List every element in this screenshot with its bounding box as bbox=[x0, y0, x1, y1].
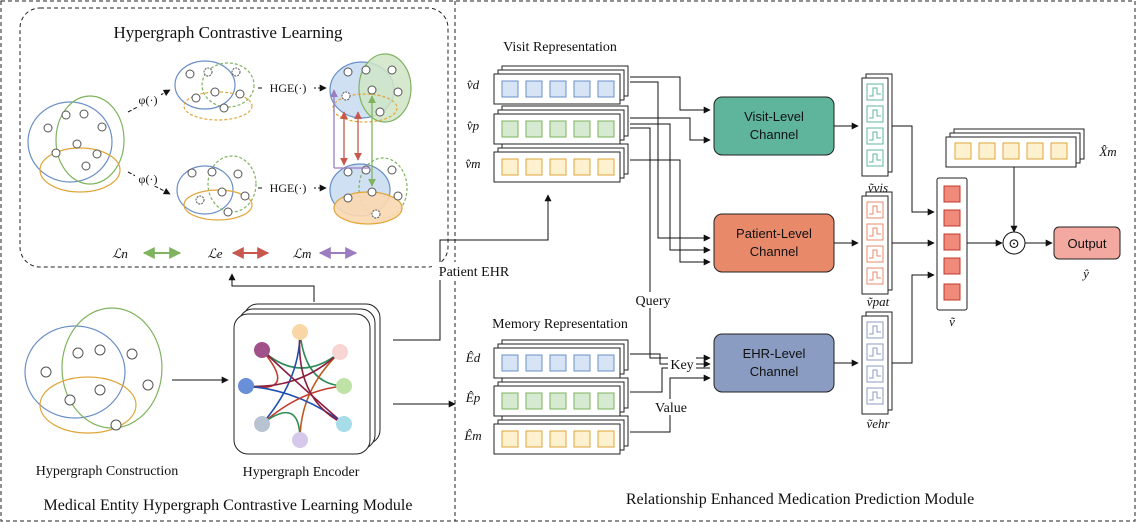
phi-top-label: φ(·) bbox=[139, 93, 158, 107]
v-ehr-label: ṽehr bbox=[866, 416, 890, 431]
patient-level-channel: Patient-Level Channel bbox=[713, 213, 835, 273]
patient-vector bbox=[861, 191, 893, 295]
visit-channel-line1: Visit-Level bbox=[744, 109, 804, 124]
construction-label: Hypergraph Construction bbox=[36, 464, 178, 479]
v-m-label: v̂m bbox=[465, 156, 480, 171]
patient-channel-line2: Channel bbox=[750, 244, 799, 259]
v-vis-label: ṽvis bbox=[868, 180, 888, 195]
v-tilde-label: ṽ bbox=[949, 314, 956, 329]
patient-channel-line1: Patient-Level bbox=[736, 226, 812, 241]
e-p-label: Êp bbox=[465, 390, 481, 405]
concatenated-vector bbox=[936, 177, 968, 311]
visit-vector bbox=[861, 73, 893, 177]
hypergraph-encoder-block bbox=[233, 303, 381, 455]
hge-top-label: HGE(·) bbox=[270, 81, 307, 95]
output-box: Output bbox=[1053, 226, 1121, 260]
hypergraph-contrastive-learning-panel: Hypergraph Contrastive Learning φ(·) φ(·… bbox=[19, 7, 449, 268]
loss-m-label: ℒm bbox=[293, 246, 312, 261]
ehr-level-channel: EHR-Level Channel bbox=[713, 333, 835, 393]
right-module-title: Relationship Enhanced Medication Predict… bbox=[626, 491, 974, 508]
e-d-stack bbox=[493, 339, 629, 379]
left-module-title: Medical Entity Hypergraph Contrastive Le… bbox=[44, 497, 413, 514]
memory-repr-title: Memory Representation bbox=[492, 317, 628, 332]
loss-n-label: ℒn bbox=[112, 246, 128, 261]
e-m-stack bbox=[493, 415, 629, 455]
phi-bottom-label: φ(·) bbox=[139, 172, 158, 186]
y-hat-label: ŷ bbox=[1081, 266, 1089, 281]
visit-level-channel: Visit-Level Channel bbox=[713, 96, 835, 156]
e-m-label: Êm bbox=[463, 428, 481, 443]
v-pat-label: ṽpat bbox=[867, 294, 890, 309]
encoder-label: Hypergraph Encoder bbox=[243, 465, 360, 480]
value-label: Value bbox=[655, 401, 687, 416]
query-label: Query bbox=[636, 294, 671, 309]
ehr-channel-line1: EHR-Level bbox=[743, 346, 806, 361]
x-m-label: X̂m bbox=[1098, 144, 1116, 159]
hypergraph-construction-icon bbox=[24, 307, 163, 434]
augmented-hypergraph-top-icon bbox=[174, 60, 255, 121]
ehr-channel-line2: Channel bbox=[750, 364, 799, 379]
v-d-stack bbox=[493, 65, 629, 105]
v-d-label: v̂d bbox=[467, 77, 480, 92]
visit-channel-line2: Channel bbox=[750, 127, 799, 142]
v-p-stack bbox=[493, 105, 629, 145]
original-hypergraph-icon bbox=[27, 95, 125, 193]
v-p-label: v̂p bbox=[467, 118, 480, 133]
v-m-stack bbox=[493, 143, 629, 183]
ehr-vector bbox=[861, 311, 893, 415]
augmented-hypergraph-bottom-icon bbox=[176, 155, 257, 221]
medication-embedding-stack bbox=[945, 128, 1085, 168]
hcl-title: Hypergraph Contrastive Learning bbox=[113, 23, 343, 42]
key-label: Key bbox=[670, 358, 693, 373]
e-p-stack bbox=[493, 377, 629, 417]
patient-ehr-label: Patient EHR bbox=[439, 265, 510, 280]
odot-symbol: ⊙ bbox=[1008, 237, 1020, 252]
loss-e-label: ℒe bbox=[207, 246, 222, 261]
hge-bottom-label: HGE(·) bbox=[270, 181, 307, 195]
output-label: Output bbox=[1067, 236, 1106, 251]
e-d-label: Êd bbox=[465, 350, 481, 365]
visit-repr-title: Visit Representation bbox=[503, 40, 617, 55]
